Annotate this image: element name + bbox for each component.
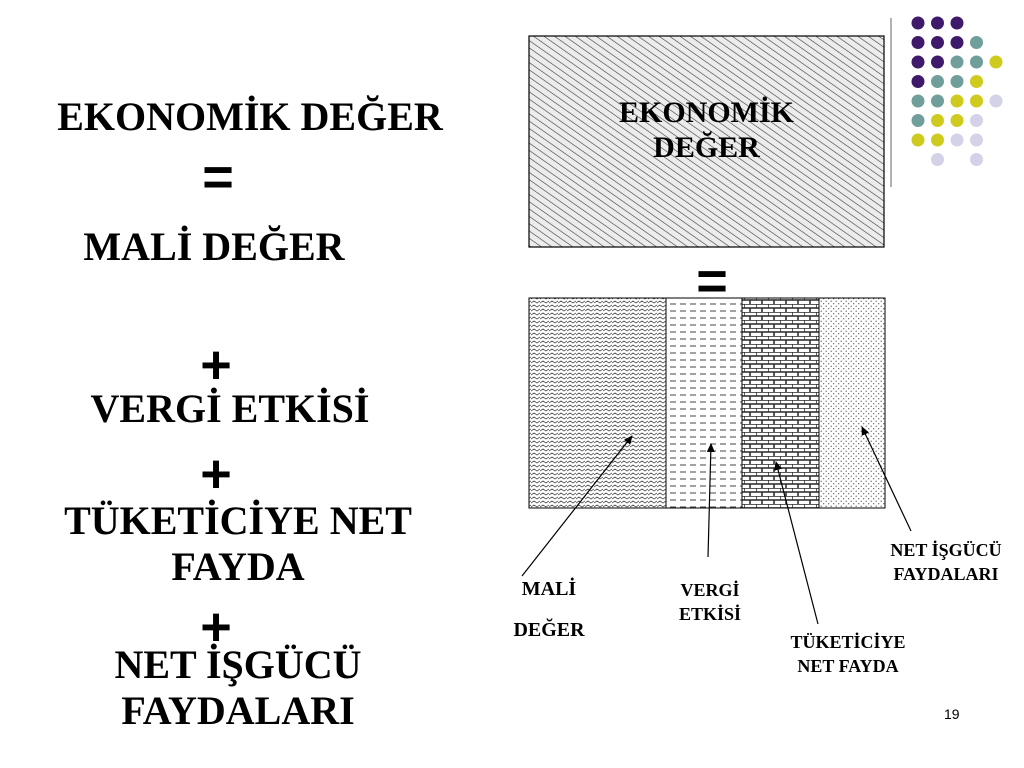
page-number: 19 (944, 706, 960, 722)
decor-dot (931, 133, 944, 147)
segment-tax-effect (665, 297, 743, 509)
decor-dot (970, 94, 983, 108)
label-mali-line2: DEĞER (513, 619, 585, 641)
term-labor-line1: NET İŞGÜCÜ (114, 642, 362, 687)
decor-dot (911, 94, 925, 108)
term-net-labor-benefits: NET İŞGÜCÜ FAYDALARI (0, 642, 476, 734)
segment-net-labor-benefits (818, 297, 886, 509)
decor-dot (950, 114, 964, 127)
decor-dots-grid (911, 16, 1003, 166)
decor-dot (950, 94, 964, 108)
term-financial-value: MALİ DEĞER (83, 224, 345, 269)
decor-dot (931, 153, 944, 166)
decor-dot (950, 16, 964, 30)
box-label-line2: DEĞER (653, 130, 760, 164)
decor-dot (970, 114, 983, 127)
label-tuketici-line1: TÜKETİCİYE (790, 632, 906, 652)
decor-dot (970, 133, 983, 147)
decor-dot (911, 16, 925, 30)
decor-dot (989, 55, 1003, 69)
decor-dot (970, 55, 983, 69)
label-isgucu-line1: NET İŞGÜCÜ (890, 540, 1002, 560)
segment-financial-value (528, 297, 667, 509)
decor-dot (950, 36, 964, 49)
decor-dot (970, 75, 983, 88)
economic-value-box-label: EKONOMİK DEĞER (529, 96, 884, 165)
label-financial-value: MALİ DEĞER (494, 566, 604, 654)
label-tuketici-line2: NET FAYDA (797, 656, 899, 677)
plus-sign-1: + (200, 335, 232, 395)
label-vergi-line1: VERGİ (680, 580, 740, 600)
box-label-line1: EKONOMİK (618, 96, 794, 129)
decor-dot (911, 36, 925, 49)
term-consumer-line1: TÜKETİCİYE NET (64, 498, 412, 543)
decor-dot (950, 133, 964, 147)
decor-dot (931, 16, 944, 30)
decor-dot (911, 114, 925, 127)
diagram-equals-sign: = (696, 251, 728, 311)
decor-dot (931, 36, 944, 49)
term-labor-line2: FAYDALARI (121, 688, 355, 733)
decor-dot (950, 55, 964, 69)
label-isgucu-line2: FAYDALARI (893, 564, 999, 585)
label-tax-effect: VERGİ ETKİSİ (660, 578, 760, 627)
decor-dot (931, 75, 944, 88)
decor-dot (970, 36, 983, 49)
arrow-tax-effect (706, 443, 715, 558)
decor-dot (950, 75, 964, 88)
decor-dot (989, 94, 1003, 108)
decor-dot (931, 94, 944, 108)
economic-value-box (528, 35, 885, 248)
decor-dot (970, 153, 983, 166)
decor-dot (931, 114, 944, 127)
arrow-consumer-net-benefit (774, 461, 819, 625)
term-tax-effect: VERGİ ETKİSİ (90, 386, 370, 431)
decor-dot (911, 55, 925, 69)
label-net-labor-benefits: NET İŞGÜCÜ FAYDALARI (866, 538, 1024, 587)
equals-sign: = (202, 147, 234, 207)
label-vergi-line2: ETKİSİ (678, 604, 742, 625)
decor-dot (911, 133, 925, 147)
term-economic-value: EKONOMİK DEĞER (57, 94, 443, 139)
term-consumer-net-benefit: TÜKETİCİYE NET FAYDA (0, 498, 476, 590)
arrow-financial-value (521, 435, 633, 577)
segment-consumer-net-benefit (741, 297, 820, 509)
plus-sign-2: + (200, 444, 232, 504)
decor-dot (911, 75, 925, 88)
label-consumer-net-benefit: TÜKETİCİYE NET FAYDA (760, 630, 936, 679)
label-mali-line1: MALİ (521, 578, 577, 600)
decor-dot (931, 55, 944, 69)
term-consumer-line2: FAYDA (171, 544, 305, 589)
arrow-net-labor-benefits (861, 426, 912, 532)
plus-sign-3: + (200, 597, 232, 657)
